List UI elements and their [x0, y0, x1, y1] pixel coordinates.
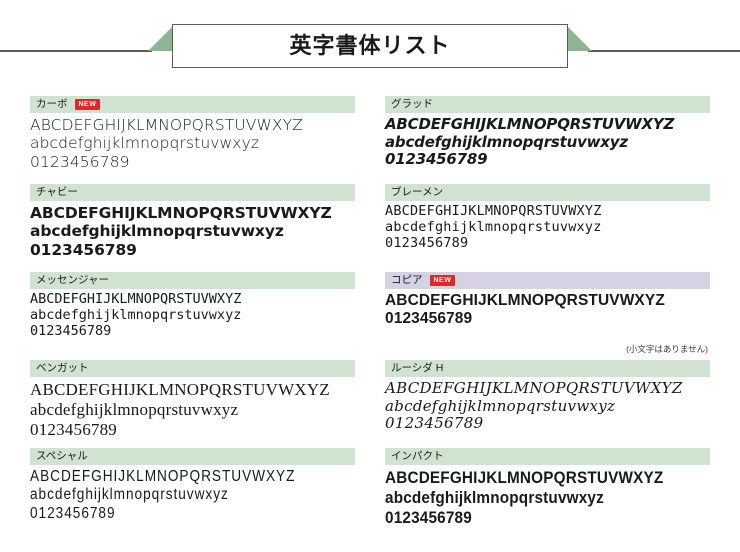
ribbon-rule-right: [588, 50, 740, 52]
font-sample-digits: 0123456789: [30, 504, 116, 522]
font-sample-lowercase: abcdefghijklmnopqrstuvwxyz: [30, 486, 229, 504]
font-sample-lowercase: abcdefghijklmnopqrstuvwxyz: [30, 306, 242, 323]
font-name-label: インパクト: [391, 450, 444, 463]
font-entry-header: コピア NEW: [385, 272, 710, 289]
new-badge: NEW: [74, 98, 101, 111]
font-sample-digits: 0123456789: [385, 150, 488, 169]
font-entry-note: (小文字はありません): [626, 344, 708, 354]
font-entry-header: グラッド: [385, 96, 710, 113]
font-sample-uppercase: ABCDEFGHIJKLMNOPQRSTUVWXYZ: [30, 380, 330, 399]
font-sample-lowercase: abcdefghijklmnopqrstuvwxyz: [30, 222, 284, 241]
font-sample-digits: 0123456789: [30, 322, 112, 339]
font-name-label: チャビー: [36, 186, 78, 199]
font-sample-lowercase: abcdefghijklmnopqrstuvwxyz: [385, 218, 602, 235]
font-entry-header: インパクト: [385, 448, 710, 465]
new-badge: NEW: [429, 274, 456, 287]
ribbon-fold-left-icon: [148, 25, 174, 51]
font-sample-uppercase: ABCDEFGHIJKLMNOPQRSTUVWXYZ: [385, 203, 602, 219]
font-name-label: ベンガット: [36, 362, 89, 375]
font-sample-uppercase: ABCDEFGHIJKLMNOPQRSTUVWXYZ: [30, 291, 242, 307]
font-sample-uppercase: ABCDEFGHIJKLMNOPQRSTUVWXYZ: [385, 115, 675, 133]
font-entry-header: ルーシダ H: [385, 360, 710, 377]
font-sample-digits: 0123456789: [30, 240, 137, 259]
font-sample-digits: 0123456789: [30, 152, 130, 171]
font-sample-uppercase: ABCDEFGHIJKLMNOPQRSTUVWXYZ: [385, 468, 664, 487]
font-sample-lowercase: abcdefghijklmnopqrstuvwxyz: [30, 134, 260, 153]
ribbon-box: 英字書体リスト: [172, 24, 568, 68]
font-name-label: コピア: [391, 274, 423, 287]
page-header: 英字書体リスト: [0, 12, 740, 70]
font-sample-uppercase: ABCDEFGHIJKLMNOPQRSTUVWXYZ: [30, 116, 303, 134]
font-sample-uppercase: ABCDEFGHIJKLMNOPQRSTUVWXYZ: [385, 292, 665, 309]
font-name-label: ルーシダ H: [391, 362, 444, 375]
font-sample-digits: 0123456789: [385, 310, 473, 328]
font-name-label: カーボ: [36, 98, 68, 111]
font-entry-header: スペシャル: [30, 448, 355, 465]
font-name-label: メッセンジャー: [36, 274, 109, 287]
font-entry-header: カーボ NEW: [30, 96, 355, 113]
font-entry-header: チャビー: [30, 184, 355, 201]
font-sample-uppercase: ABCDEFGHIJKLMNOPQRSTUVWXYZ: [385, 379, 683, 397]
font-sample-digits: 0123456789: [30, 420, 117, 440]
font-sample-uppercase: ABCDEFGHIJKLMNOPQRSTUVWXYZ: [30, 204, 332, 222]
font-sample-digits: 0123456789: [385, 508, 472, 528]
font-sample-lowercase: abcdefghijklmnopqrstuvwxyz: [385, 132, 628, 151]
font-sample-lowercase: abcdefghijklmnopqrstuvwxyz: [30, 400, 239, 420]
font-name-label: グラッド: [391, 98, 433, 111]
font-entry-header: メッセンジャー: [30, 272, 355, 289]
ribbon-fold-right-icon: [566, 25, 592, 51]
font-name-label: ブレーメン: [391, 186, 444, 199]
page-title: 英字書体リスト: [289, 33, 451, 58]
font-entry-header: ブレーメン: [385, 184, 710, 201]
font-sample-digits: 0123456789: [385, 234, 469, 251]
ribbon-rule-left: [0, 50, 152, 52]
font-sample-uppercase: ABCDEFGHIJKLMNOPQRSTUVWXYZ: [30, 468, 296, 485]
font-sample-lowercase: abcdefghijklmnopqrstuvwxyz: [385, 396, 616, 415]
font-name-label: スペシャル: [36, 450, 88, 463]
font-sample-lowercase: abcdefghijklmnopqrstuvwxyz: [385, 488, 604, 508]
font-sample-digits: 0123456789: [385, 414, 484, 433]
font-entry-header: ベンガット: [30, 360, 355, 377]
